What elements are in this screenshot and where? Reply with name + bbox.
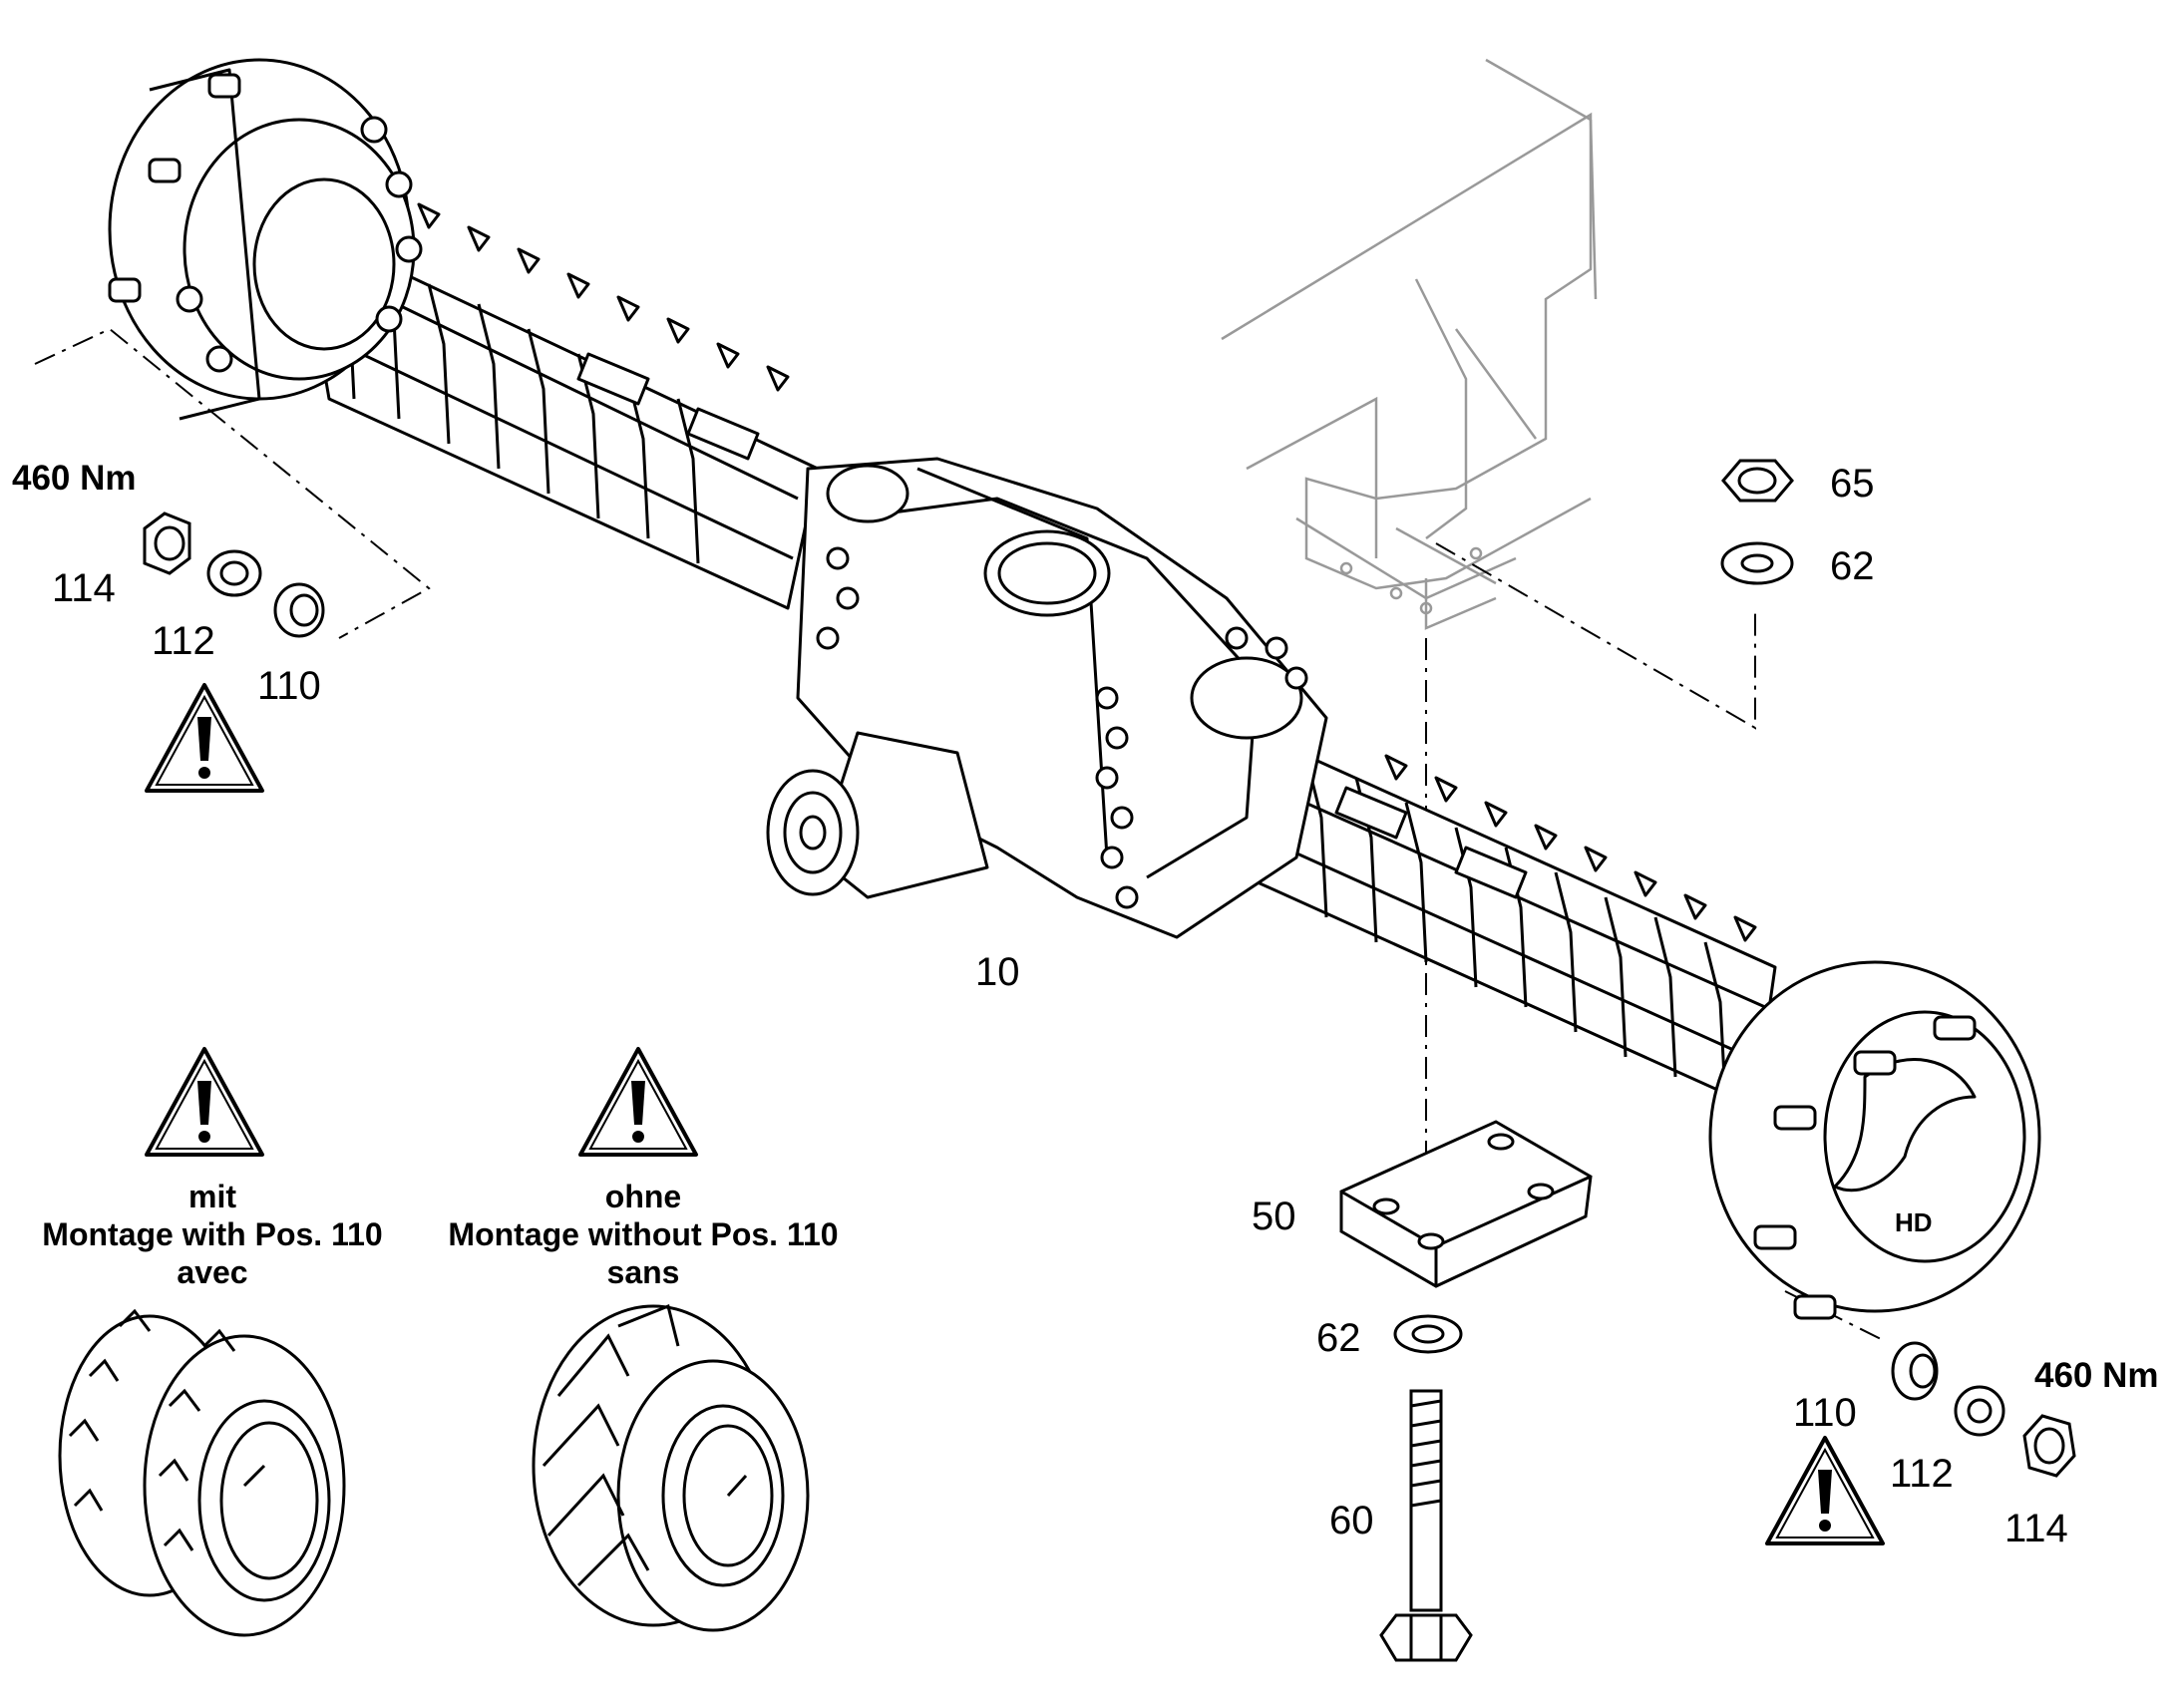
label-pos-110-right: 110 — [1793, 1391, 1857, 1435]
caption-without-line-3: sans — [606, 1254, 680, 1290]
svg-text:HD: HD — [1895, 1207, 1933, 1237]
hex-nut — [143, 512, 191, 575]
torque-right: 460 Nm — [2034, 1356, 2159, 1395]
caption-with-line-1: mit — [188, 1179, 236, 1214]
warning-triangle-icon — [145, 683, 264, 793]
washer — [1954, 1385, 2005, 1437]
washer — [1720, 541, 1794, 585]
warning-triangle-icon — [578, 1047, 698, 1157]
label-pos-112-right: 112 — [1890, 1452, 1954, 1496]
warning-triangle-icon — [145, 1047, 264, 1157]
hex-nut — [1721, 459, 1794, 503]
caption-without-line-1: ohne — [604, 1179, 682, 1214]
label-pos-112-left: 112 — [152, 619, 215, 663]
axle-assembly: HD — [108, 58, 2041, 1320]
hex-bolt — [1379, 1389, 1473, 1662]
single-tyre — [532, 1303, 810, 1632]
label-pos-62-bottom: 62 — [1316, 1316, 1361, 1360]
mounting-plate — [1339, 1120, 1593, 1288]
label-pos-50: 50 — [1252, 1195, 1296, 1238]
caption-without-line-2: Montage without Pos. 110 — [448, 1216, 839, 1252]
dual-tyre — [58, 1308, 346, 1637]
label-pos-10: 10 — [975, 950, 1020, 994]
frame-bracket — [1221, 58, 1598, 630]
label-pos-62-top: 62 — [1830, 544, 1875, 588]
washer — [206, 549, 262, 597]
caption-with-line-2: Montage with Pos. 110 — [42, 1216, 383, 1252]
washer — [1393, 1314, 1463, 1354]
caption-with-line-3: avec — [177, 1254, 248, 1290]
label-pos-114-right: 114 — [2004, 1507, 2068, 1550]
label-pos-60: 60 — [1329, 1499, 1374, 1542]
warning-triangle-icon — [1765, 1436, 1885, 1545]
caption-without-spacer: ohne Montage without Pos. 110 sans — [439, 1178, 848, 1291]
label-pos-114-left: 114 — [52, 566, 116, 610]
torque-left: 460 Nm — [12, 459, 137, 498]
label-pos-65: 65 — [1830, 462, 1875, 506]
spacer-ring — [273, 582, 325, 638]
hex-nut — [2022, 1414, 2076, 1478]
label-pos-110-left: 110 — [257, 664, 321, 708]
spacer-ring — [1891, 1341, 1939, 1401]
caption-with-spacer: mit Montage with Pos. 110 avec — [18, 1178, 407, 1291]
